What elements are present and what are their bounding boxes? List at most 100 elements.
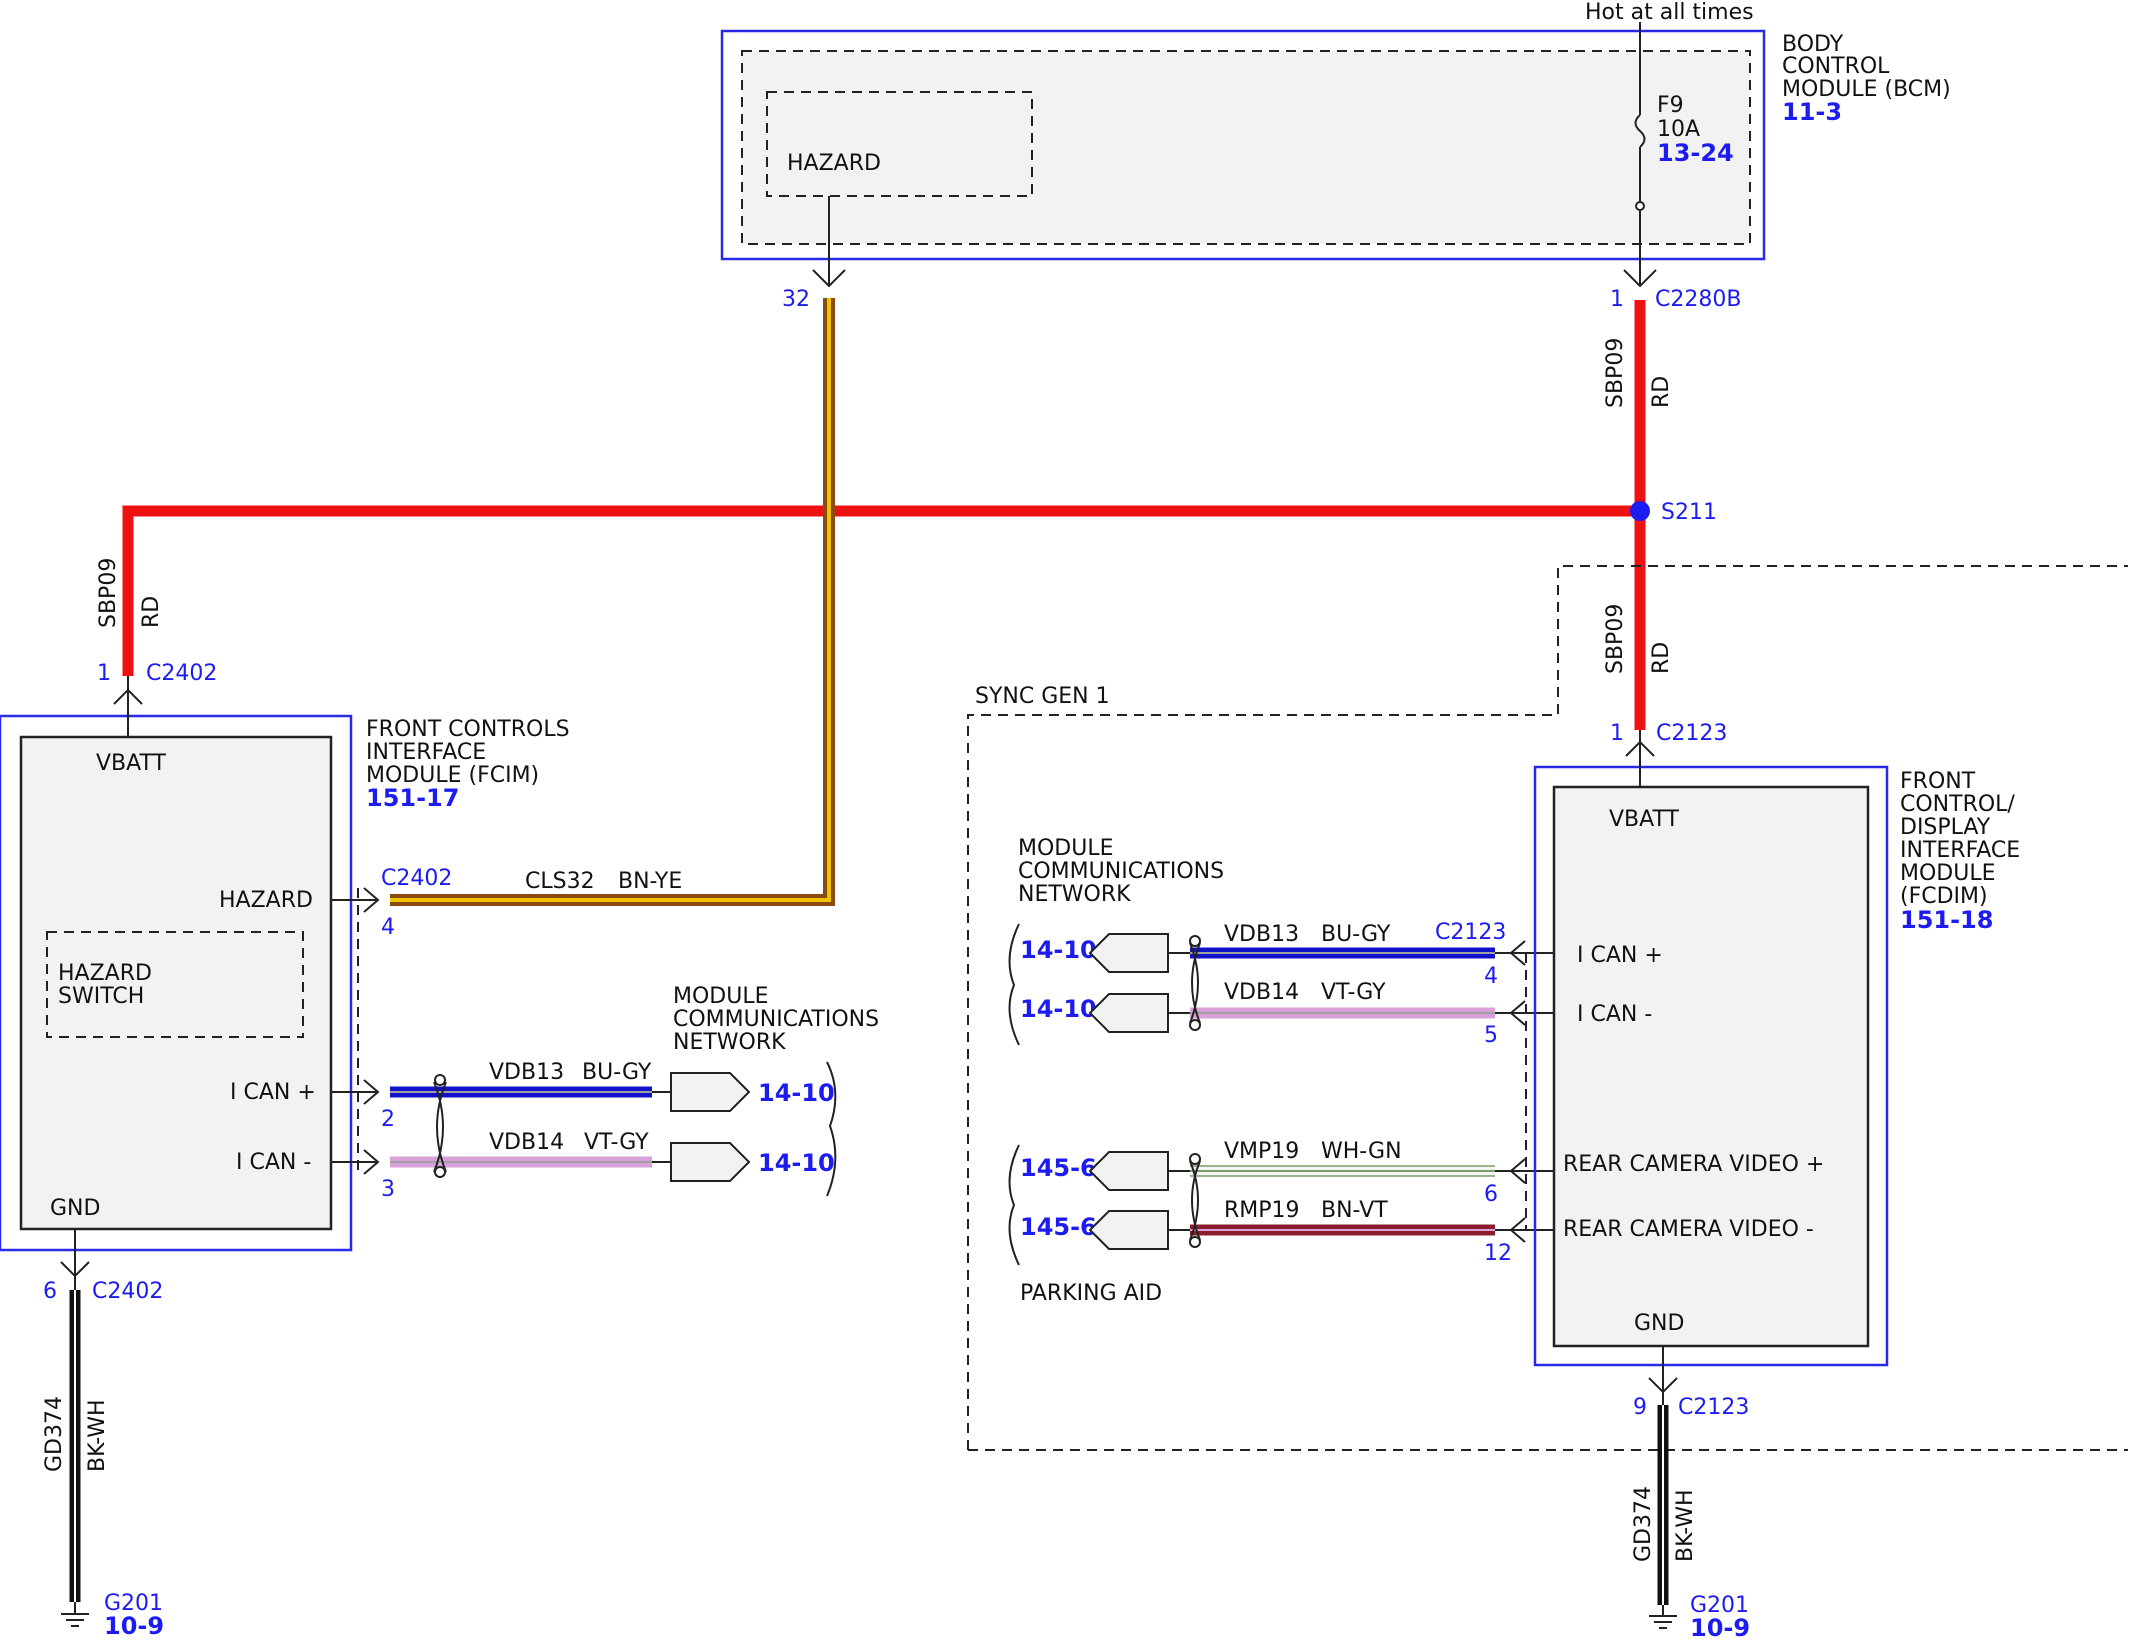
fcdim-gnd: GND [1634,1311,1684,1336]
bcm-hazard-label: HAZARD [787,151,881,176]
sync-pa-ref-2: 145-6 [1020,1213,1097,1241]
fcdim-ref: 151-18 [1900,906,1993,934]
fcim-mcn-connector-icon-2 [670,1142,751,1182]
fcdim-label-line3: DISPLAY [1900,815,1991,840]
bcm-frame [720,29,1766,261]
connector-c2280b: C2280B [1655,287,1741,312]
fcdim-ican-plus: I CAN + [1577,943,1663,968]
fuse-node [1635,201,1645,211]
sync-vmp19-label: VMP19 [1224,1139,1299,1164]
fcdim-rcv-plus-arrow [1509,1158,1526,1184]
sync-mcn-brace [1008,923,1020,1046]
fcim-bk-wh-label: BK-WH [85,1399,110,1472]
fcim-ground-icon [61,1613,89,1627]
fcdim-ican-plus-arrow [1509,940,1526,966]
bcm-label-line3: MODULE (BCM) [1782,77,1951,102]
fcdim-rcv-minus: REAR CAMERA VIDEO - [1563,1217,1814,1242]
fcim-pin-ican-minus: 3 [381,1177,395,1202]
fcim-ground-label: G201 [104,1591,163,1616]
splice-s211-dot [1630,501,1650,521]
pin-32: 32 [782,287,810,312]
sync-mcn-line3: NETWORK [1018,882,1131,907]
fuse-name: F9 [1657,93,1684,118]
fcdim-pin-rcv-plus: 6 [1484,1182,1498,1207]
bcm-hazard-box [766,91,1033,197]
red-sbp09-wires [122,300,1646,730]
fcdim-frame [1533,765,1889,1367]
fcdim-ican-minus-arrow [1509,1000,1526,1026]
bcm-label-line2: CONTROL [1782,54,1890,79]
sync-mcn-ref-2: 14-10 [1020,995,1097,1023]
rd-label-lower: RD [1649,642,1674,674]
fcim-module: VBATT HAZARD HAZARD SWITCH I CAN + I CAN… [0,714,353,1252]
fcdim-module: VBATT I CAN + I CAN - REAR CAMERA VIDEO … [1533,765,1889,1367]
sync-mcn-ref-1: 14-10 [1020,936,1097,964]
fcdim-ground-ref: 10-9 [1690,1614,1750,1642]
fcdim-label-line6: (FCDIM) [1900,884,1988,909]
fcim-pin-vbatt: 1 [97,661,111,686]
fcdim-label-line1: FRONT [1900,769,1976,794]
bn-ye-label: BN-YE [618,869,682,894]
fcim-twist-node-bottom [434,1166,446,1178]
fcim-gd374-label: GD374 [42,1396,67,1472]
fcdim-pin-ican-plus: 4 [1484,964,1498,989]
fcim-mcn-ref-1: 14-10 [758,1079,835,1107]
fcim-pin-ican-plus: 2 [381,1107,395,1132]
splice-s211-label: S211 [1661,500,1717,525]
fcim-label-line3: MODULE (FCIM) [366,763,539,788]
fcim-vdb13-label: VDB13 [489,1060,564,1085]
hazard-bn-ye-wire [390,298,835,906]
sync-vt-gy-label: VT-GY [1321,980,1386,1005]
sync-mcn-line1: MODULE [1018,836,1114,861]
sync-vdb14-label: VDB14 [1224,980,1299,1005]
c2280b-connector-arrow [1623,269,1657,288]
fcim-ref: 151-17 [366,784,459,812]
sync-bu-gy-label: BU-GY [1321,922,1391,947]
fcim-connector-top: C2402 [146,661,217,686]
sync-gen1-label: SYNC GEN 1 [975,684,1110,709]
fcdim-gnd-connector-arrow [1648,1377,1678,1394]
fcdim-bk-wh-label: BK-WH [1673,1489,1698,1562]
fcim-mcn-line2: COMMUNICATIONS [673,1007,879,1032]
fcim-pin-hazard: 4 [381,915,395,940]
sync-pa-connector-icon-2 [1088,1210,1169,1250]
sync-vdb13-label: VDB13 [1224,922,1299,947]
hazard-switch-box [46,931,304,1038]
sbp09-label-lower: SBP09 [1603,604,1628,674]
fcdim-pin-ican-minus: 5 [1484,1023,1498,1048]
fcdim-vbatt: VBATT [1609,807,1680,832]
fcim-ican-plus: I CAN + [230,1080,316,1105]
sync-video-twist-node-bottom [1189,1236,1201,1248]
fcim-ican-minus-arrow [363,1149,380,1175]
fcim-mcn-ref-2: 14-10 [758,1149,835,1177]
fcim-gnd-connector-arrow [60,1261,90,1278]
sync-can-twist-icon [1189,942,1201,1024]
sync-mcn-line2: COMMUNICATIONS [1018,859,1224,884]
fcim-mcn-line3: NETWORK [673,1030,786,1055]
fcim-ican-plus-arrow [363,1079,380,1105]
fcdim-gd374-label: GD374 [1631,1486,1656,1562]
fcim-ican-minus: I CAN - [236,1150,311,1175]
fcdim-body [1552,785,1870,1348]
fcdim-pin-rcv-minus: 12 [1484,1241,1512,1266]
sync-mcn-connector-icon-2 [1088,993,1169,1033]
sync-mcn-connector-icon-1 [1088,933,1169,973]
fcim-mcn-brace [826,1061,837,1197]
fcdim-connector-top: C2123 [1656,721,1727,746]
fcim-vbatt-connector-arrow [113,688,143,705]
fcdim-connector-side: C2123 [1435,920,1506,945]
fuse-icon [1634,114,1646,148]
sync-pa-ref-1: 145-6 [1020,1154,1097,1182]
sync-can-twist-node-bottom [1189,1019,1201,1031]
fcim-vbatt: VBATT [96,751,167,776]
bcm-pin-1: 1 [1610,287,1624,312]
hazard-switch-line2: SWITCH [58,984,144,1009]
fuse-ref: 13-24 [1657,139,1734,167]
fcim-ground-ref: 10-9 [104,1612,164,1640]
fcdim-ground-icon [1649,1615,1677,1629]
fcim-gnd: GND [50,1196,100,1221]
hot-at-all-times-label: Hot at all times [1585,0,1754,25]
fcim-hazard: HAZARD [219,888,313,913]
fcdim-connector-gnd: C2123 [1678,1395,1749,1420]
fcim-twisted-pair-icon [433,1081,447,1173]
